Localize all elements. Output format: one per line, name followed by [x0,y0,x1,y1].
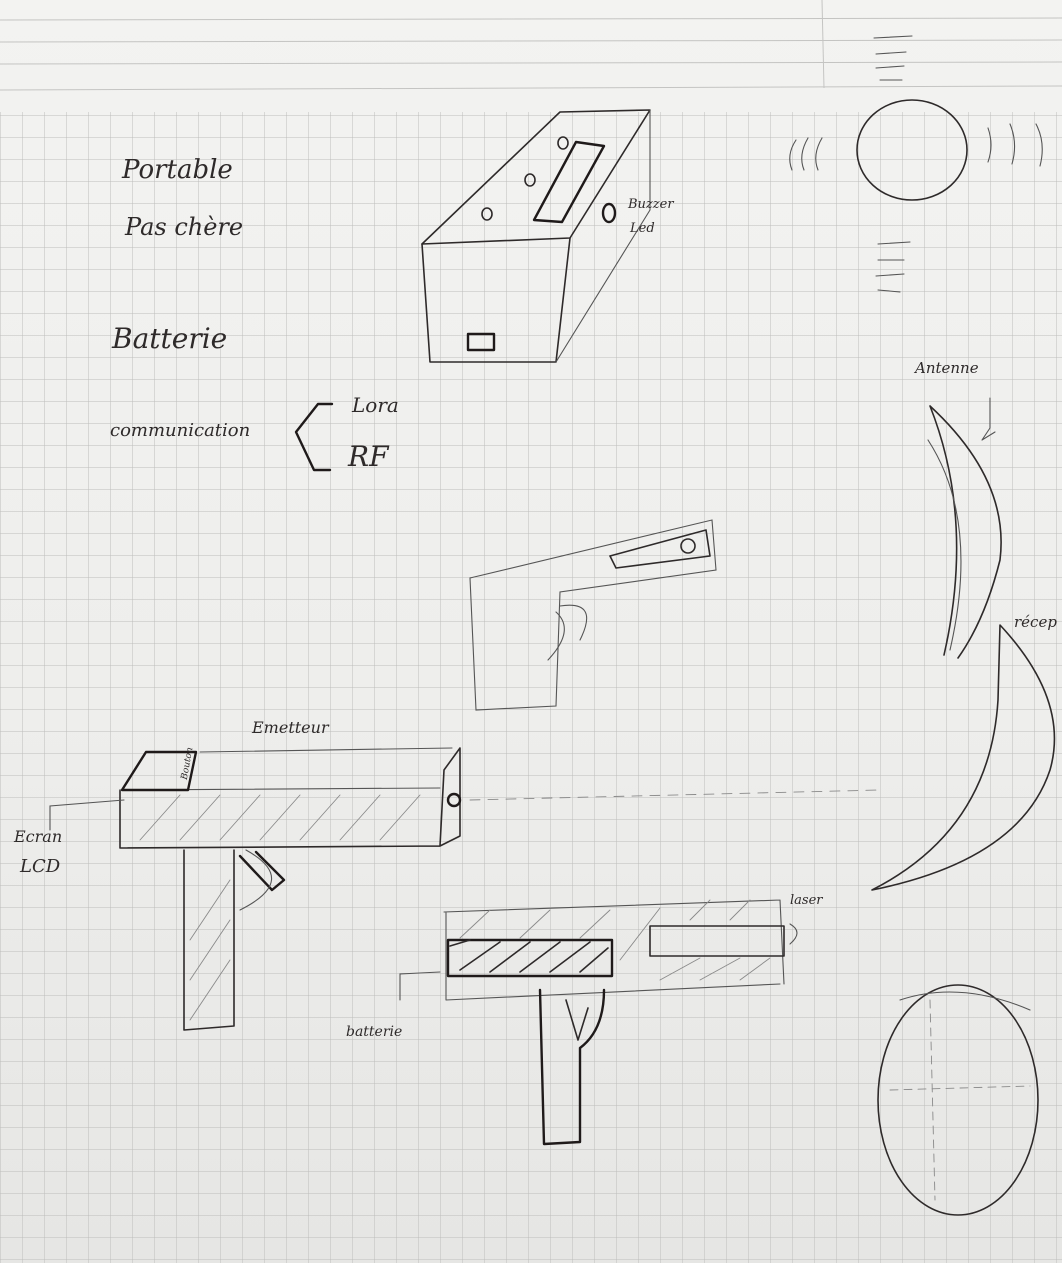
laser-label: laser [790,893,823,908]
antenna-label: Antenne [913,359,979,377]
battery-label: batterie [346,1024,402,1040]
receiver-label: récep [1014,613,1057,631]
grid-area [0,112,1062,1263]
receiver-sketch: récep [871,613,1057,891]
note-battery: Batterie [111,322,227,355]
note-rf: RF [347,440,390,473]
device-perspective-sketch [469,519,717,711]
note-lora: Lora [351,393,399,417]
buzzer-label: Buzzer [627,197,674,212]
box-sketch: Buzzer Led [421,109,674,363]
circle-sketch [877,984,1039,1216]
note-portable: Portable [121,155,233,185]
bracket [294,402,334,472]
header-ruled-lines [0,0,1062,91]
emitter-sketch: Emetteur Bouton Ecran LCD [13,718,881,1031]
led-label: Led [629,221,655,236]
side-view-sketch: batterie laser [346,893,823,1146]
note-communication: communication [110,420,250,441]
emitter-title: Emetteur [251,718,330,737]
antenna-sketch: Antenne [913,359,1002,659]
note-cheap: Pas chère [124,213,243,241]
screen-label-line2: LCD [19,856,61,877]
screen-label-line1: Ecran [13,827,62,846]
notes-list: Portable Pas chère Batterie communicatio… [110,155,399,473]
target-sketch [789,35,1043,293]
